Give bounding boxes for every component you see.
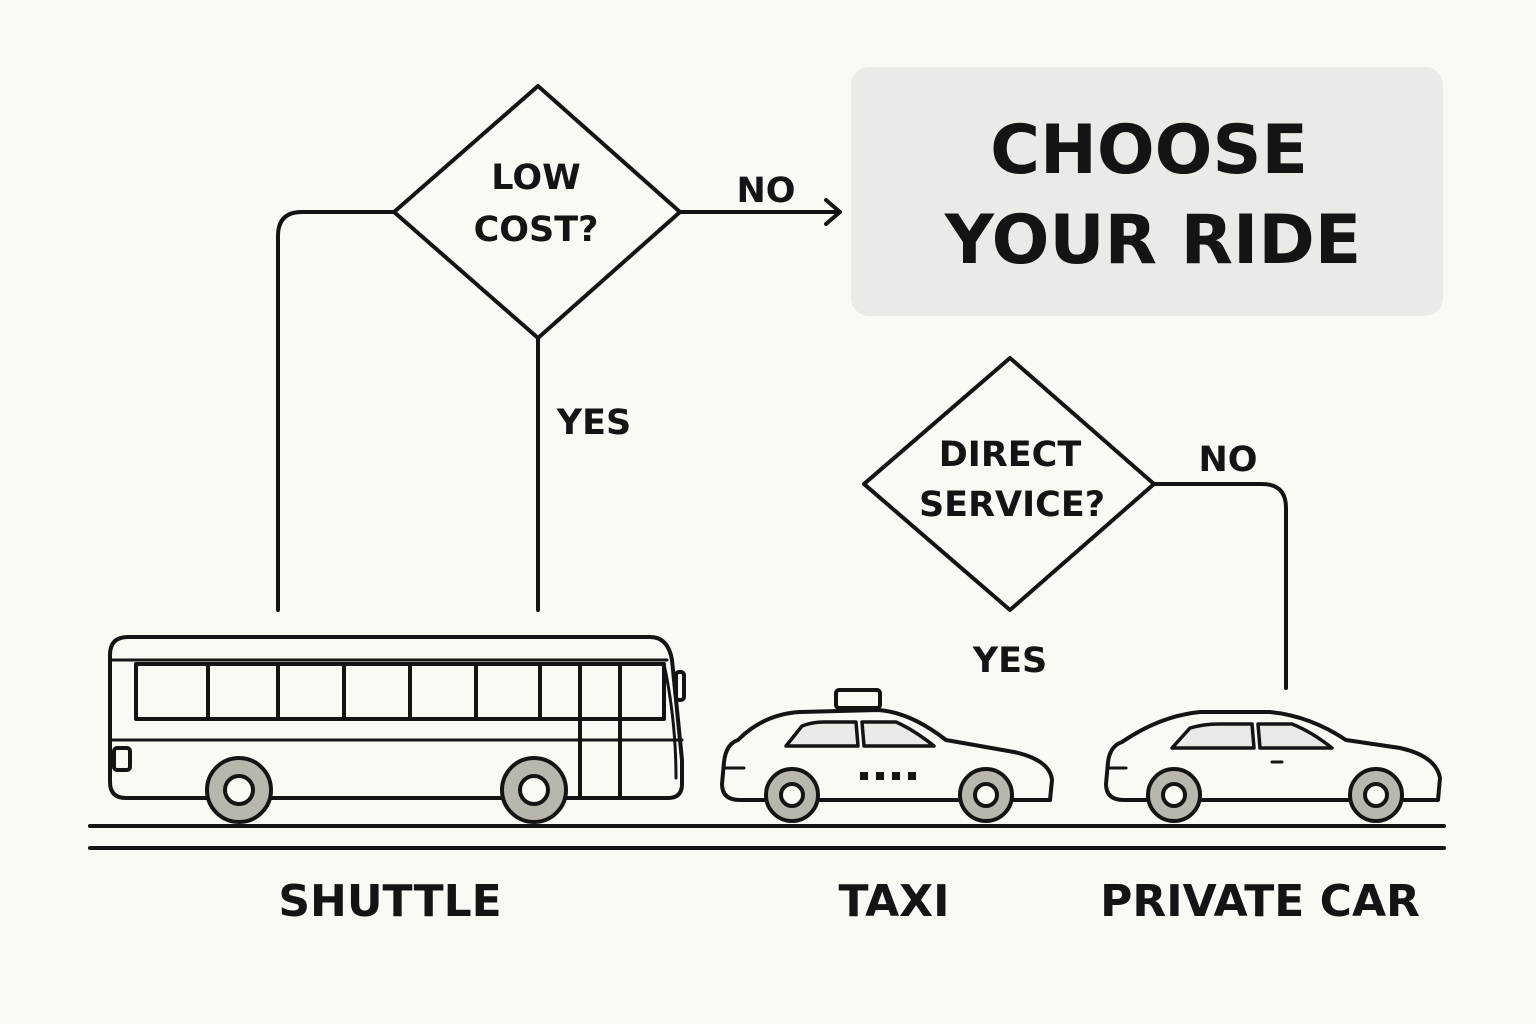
decision-low-cost-line-2: COST? [474,210,599,250]
label-taxi: TAXI [839,876,950,927]
connector-low-cost-yes: YES [536,336,631,612]
road [88,824,1446,850]
decision-low-cost: LOW COST? [392,84,682,340]
title-line-1: CHOOSE [990,111,1308,190]
connector-direct-service-no: NO [1152,440,1288,690]
title-box: CHOOSE YOUR RIDE [851,67,1443,316]
bus-icon [108,635,686,824]
label-private-car: PRIVATE CAR [1100,876,1420,927]
title-line-2: YOUR RIDE [944,201,1361,280]
low-cost-no-label: NO [736,171,795,211]
decision-direct-service-line-2: SERVICE? [919,485,1105,525]
label-shuttle: SHUTTLE [278,876,501,927]
arrow-right-icon [824,198,842,226]
direct-service-no-label: NO [1198,440,1257,480]
decision-direct-service-line-1: DIRECT [939,435,1082,475]
connector-low-cost-no: NO [678,171,842,226]
connector-low-cost-left [276,210,396,612]
decision-low-cost-line-1: LOW [491,158,580,198]
taxi-icon [720,688,1054,823]
low-cost-yes-label: YES [556,403,631,443]
car-icon [1104,710,1442,823]
decision-diamond-direct-service [862,356,1156,612]
decision-direct-service: DIRECT SERVICE? [862,356,1156,612]
direct-service-yes-label: YES [972,641,1047,681]
